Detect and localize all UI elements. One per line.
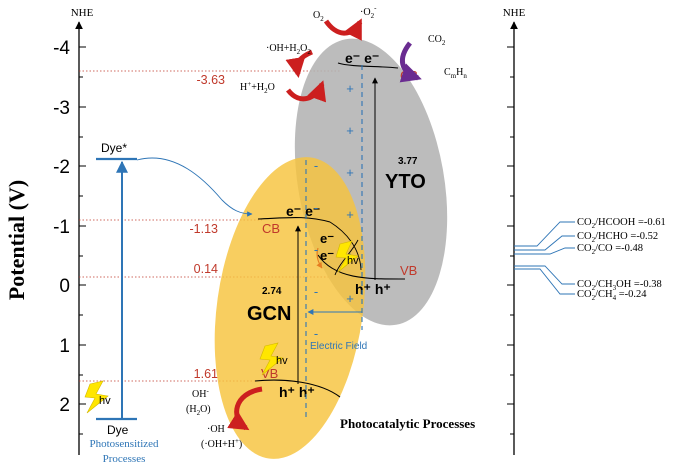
yto-vb-label: VB <box>400 263 417 278</box>
lightning-icon <box>84 380 109 414</box>
transfer-electron: e⁻ <box>320 231 334 246</box>
yto-gap-value: 3.77 <box>398 156 418 167</box>
gcn-label: GCN <box>247 303 291 325</box>
cmhn-label: CmHn <box>444 67 467 80</box>
hv-label: hv <box>276 355 288 367</box>
dye-ground-label: Dye <box>107 423 129 437</box>
redox-label: CO2/CH3OH =-0.38 <box>577 279 662 292</box>
svg-text:-: - <box>314 326 318 341</box>
transfer-arrow <box>316 247 323 269</box>
yto-label: YTO <box>385 171 426 193</box>
tick-label: -2 <box>53 157 70 178</box>
svg-text:+: + <box>346 123 354 138</box>
lightning-icon <box>259 342 284 376</box>
oh-minus-label: OH- <box>192 387 209 400</box>
gcn-cb-label: CB <box>262 221 280 236</box>
lightning-icon <box>335 240 359 273</box>
gcn-gap-value: 2.74 <box>262 286 282 297</box>
dye-caption-line1: Photosensitized <box>89 438 159 450</box>
level-value: 1.61 <box>194 367 218 381</box>
right-axis-ticks <box>507 46 514 435</box>
left-axis-nhe-label: NHE <box>71 7 94 19</box>
tick-label: -1 <box>53 217 70 238</box>
right-axis-nhe-label: NHE <box>503 7 526 19</box>
svg-text:+: + <box>346 291 354 306</box>
yto-holes: h⁺ h⁺ <box>355 281 391 297</box>
transfer-electron: e⁻ <box>320 248 334 263</box>
co2-reduction-arrow <box>399 41 422 83</box>
o2-reduction-arrow <box>323 18 363 41</box>
svg-text:+: + <box>346 165 354 180</box>
axis-title: Potential (V) <box>4 180 29 300</box>
redox-label: CO2/HCHO =-0.52 <box>577 231 658 244</box>
h2o2-arrow <box>285 49 314 78</box>
oh-h2o2-label: ·OH+H2O2 <box>266 43 311 56</box>
oh-radical-label: ·OH <box>207 424 225 435</box>
redox-label: CO2/HCOOH =-0.61 <box>577 217 666 230</box>
h2o-arrow <box>286 80 327 103</box>
level-value: 0.14 <box>194 262 218 276</box>
gcn-band <box>214 157 366 459</box>
redox-connectors <box>514 221 575 295</box>
hv-label: hv <box>99 395 111 407</box>
co2-label: CO2 <box>428 34 446 47</box>
svg-text:-: - <box>314 242 318 257</box>
gcn-electrons: e⁻ e⁻ <box>286 203 320 219</box>
yto-vb-curve <box>317 254 406 280</box>
o2-radical-label: ·O2- <box>360 4 377 20</box>
o2-label: O2 <box>313 10 324 23</box>
svg-text:-: - <box>314 200 318 215</box>
minus-signs: - - - - - <box>314 158 318 341</box>
yto-electrons: e⁻ e⁻ <box>345 50 379 66</box>
h2o-paren-label: (H2O) <box>186 404 211 417</box>
dye-injection-arrow <box>136 157 253 217</box>
electric-field-label: Electric Field <box>310 341 367 352</box>
redox-label: CO2/CO =-0.48 <box>577 243 643 256</box>
svg-text:-: - <box>314 158 318 173</box>
gcn-vb-curve <box>254 379 341 398</box>
tick-label: -4 <box>53 38 70 59</box>
tick-label: 0 <box>59 276 70 297</box>
level-value: -3.63 <box>197 73 226 87</box>
tick-label: 2 <box>59 395 70 416</box>
level-value: -1.13 <box>190 222 219 236</box>
dye-caption-line2: Processes <box>103 453 146 465</box>
tick-label: 1 <box>59 336 70 357</box>
left-axis-ticks <box>79 46 86 435</box>
h-h2o-label: H++H2O <box>240 80 275 95</box>
oh-oxidation-arrow <box>227 386 263 431</box>
redox-label: CO2/CH4 =-0.24 <box>577 289 647 302</box>
dye-excited-label: Dye* <box>101 141 127 155</box>
gcn-cb-curve <box>257 216 331 223</box>
tick-label: -3 <box>53 98 70 119</box>
svg-text:-: - <box>314 284 318 299</box>
photocatalytic-caption: Photocatalytic Processes <box>340 416 475 431</box>
yto-cb-curve <box>337 62 399 69</box>
svg-text:+: + <box>346 81 354 96</box>
hv-label: hv <box>347 255 359 267</box>
gcn-holes: h⁺ h⁺ <box>279 384 315 400</box>
svg-text:+: + <box>346 207 354 222</box>
oh-h-paren-label: (·OH+H+) <box>201 437 242 450</box>
